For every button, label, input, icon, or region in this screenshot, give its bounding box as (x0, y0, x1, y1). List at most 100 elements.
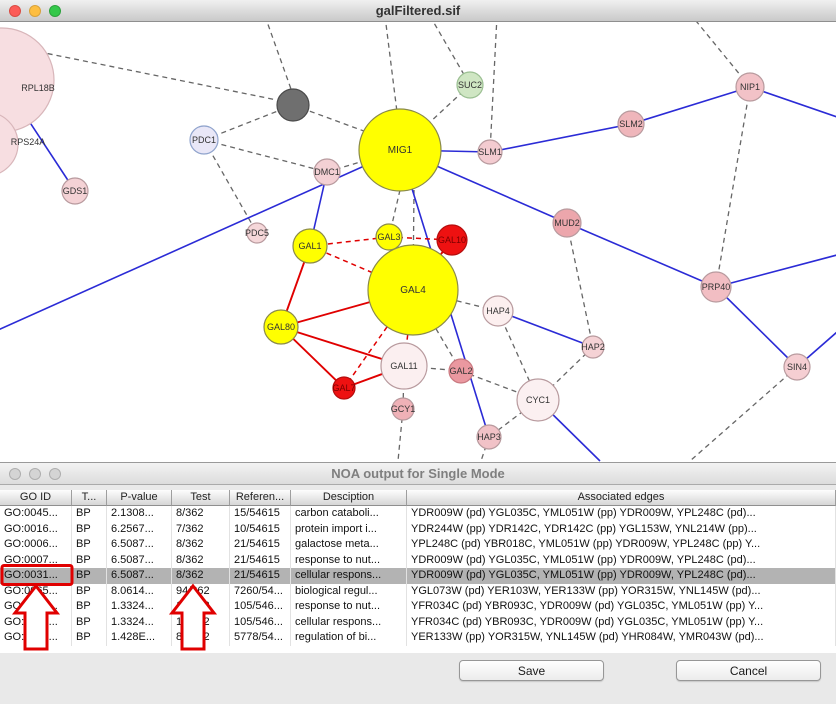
network-edge[interactable] (203, 139, 258, 234)
table-cell[interactable]: GO:0031... (0, 599, 72, 615)
table-cell[interactable]: 1.3324... (107, 599, 172, 615)
table-cell[interactable]: YDR009W (pd) YGL035C, YML051W (pp) YDR00… (407, 506, 836, 522)
network-node[interactable] (246, 222, 268, 244)
network-node[interactable] (783, 353, 811, 381)
table-cell[interactable]: BP (72, 630, 107, 646)
minimize-button[interactable] (29, 5, 41, 17)
close-button[interactable] (9, 468, 21, 480)
network-node[interactable] (276, 88, 310, 122)
network-node[interactable] (456, 71, 484, 99)
table-cell[interactable]: YDR009W (pd) YGL035C, YML051W (pp) YDR00… (407, 552, 836, 568)
network-node[interactable] (436, 224, 468, 256)
network-edge[interactable] (489, 123, 632, 153)
table-cell[interactable]: 94/362 (172, 583, 230, 599)
table-cell[interactable]: GO:0006... (0, 537, 72, 553)
network-node[interactable] (448, 358, 474, 384)
table-cell[interactable]: 21/54615 (230, 552, 291, 568)
network-edge[interactable] (689, 366, 798, 462)
table-cell[interactable]: BP (72, 506, 107, 522)
network-node[interactable] (263, 309, 299, 345)
table-cell[interactable]: GO:0065... (0, 583, 72, 599)
table-cell[interactable]: 1.428E... (107, 630, 172, 646)
close-button[interactable] (9, 5, 21, 17)
table-cell[interactable]: GO:0007... (0, 552, 72, 568)
table-cell[interactable]: 1.3324... (107, 614, 172, 630)
table-cell[interactable]: regulation of bi... (291, 630, 407, 646)
column-header[interactable]: Associated edges (407, 490, 836, 506)
network-edge[interactable] (566, 222, 717, 288)
network-node[interactable] (375, 223, 403, 251)
zoom-button[interactable] (49, 468, 61, 480)
table-cell[interactable]: 6.5087... (107, 537, 172, 553)
table-cell[interactable]: 105/546... (230, 599, 291, 615)
table-cell[interactable]: 8.0614... (107, 583, 172, 599)
table-cell[interactable]: 8/362 (172, 552, 230, 568)
table-cell[interactable]: GO:0031... (0, 568, 72, 584)
column-header[interactable]: Test (172, 490, 230, 506)
network-node[interactable] (61, 177, 89, 205)
table-cell[interactable]: 21/54615 (230, 568, 291, 584)
table-cell[interactable]: 5778/54... (230, 630, 291, 646)
network-edge[interactable] (715, 254, 836, 288)
network-edge[interactable] (715, 86, 751, 288)
network-edge[interactable] (460, 370, 539, 401)
network-edge[interactable] (489, 15, 498, 153)
network-node[interactable] (367, 244, 459, 336)
table-cell[interactable]: BP (72, 568, 107, 584)
table-cell[interactable]: 8/362 (172, 506, 230, 522)
table-cell[interactable]: 105/546... (230, 614, 291, 630)
network-node[interactable] (292, 228, 328, 264)
network-node[interactable] (313, 158, 341, 186)
table-cell[interactable]: 2.1308... (107, 506, 172, 522)
table-cell[interactable]: biological regul... (291, 583, 407, 599)
network-node[interactable] (358, 108, 442, 192)
column-header[interactable]: Desciption (291, 490, 407, 506)
table-cell[interactable]: GO:0031... (0, 614, 72, 630)
table-cell[interactable]: 6.5087... (107, 552, 172, 568)
network-node[interactable] (482, 295, 514, 327)
table-cell[interactable]: YGL073W (pd) YER103W, YER133W (pp) YOR31… (407, 583, 836, 599)
table-cell[interactable]: YPL248C (pd) YBR018C, YML051W (pp) YDR00… (407, 537, 836, 553)
table-cell[interactable]: BP (72, 599, 107, 615)
network-node[interactable] (0, 27, 55, 133)
minimize-button[interactable] (29, 468, 41, 480)
table-cell[interactable]: 6.2567... (107, 521, 172, 537)
table-cell[interactable]: 14/362 (172, 614, 230, 630)
network-node[interactable] (0, 112, 19, 176)
table-cell[interactable]: 8/362 (172, 537, 230, 553)
network-edge[interactable] (29, 49, 278, 101)
table-cell[interactable]: galactose meta... (291, 537, 407, 553)
network-node[interactable] (700, 271, 732, 303)
table-cell[interactable]: BP (72, 537, 107, 553)
table-cell[interactable]: 15/54615 (230, 506, 291, 522)
network-node[interactable] (516, 378, 560, 422)
table-cell[interactable]: 8/362 (172, 568, 230, 584)
table-cell[interactable]: YFR034C (pd) YBR093C, YDR009W (pd) YGL03… (407, 599, 836, 615)
network-edge[interactable] (412, 289, 462, 372)
network-edge[interactable] (0, 149, 401, 330)
table-cell[interactable]: YDR244W (pp) YDR142C, YDR142C (pp) YGL15… (407, 521, 836, 537)
network-node[interactable] (380, 342, 428, 390)
table-cell[interactable]: BP (72, 552, 107, 568)
network-edge[interactable] (691, 15, 751, 88)
cancel-button[interactable]: Cancel (676, 660, 821, 681)
network-edge[interactable] (749, 86, 836, 118)
table-cell[interactable]: YFR034C (pd) YBR093C, YDR009W (pd) YGL03… (407, 614, 836, 630)
network-node[interactable] (189, 125, 219, 155)
column-header[interactable]: T... (72, 490, 107, 506)
network-edge[interactable] (566, 222, 594, 348)
table-cell[interactable]: 21/54615 (230, 537, 291, 553)
network-node[interactable] (476, 424, 502, 450)
table-cell[interactable]: GO:0045... (0, 506, 72, 522)
network-node[interactable] (332, 376, 356, 400)
table-cell[interactable]: 7/362 (172, 521, 230, 537)
table-cell[interactable]: cellular respons... (291, 614, 407, 630)
table-cell[interactable]: response to nut... (291, 552, 407, 568)
